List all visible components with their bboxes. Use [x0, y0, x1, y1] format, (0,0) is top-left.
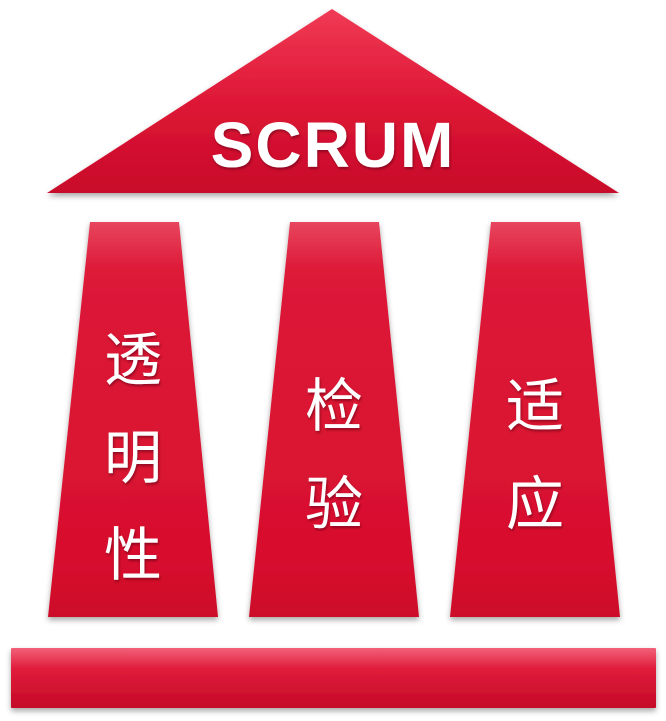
pillar-adaptation: 适 应	[450, 222, 620, 617]
pillar-shape	[48, 222, 218, 617]
pillar-shape	[450, 222, 620, 617]
roof: SCRUM	[47, 9, 619, 193]
pillar-label-char: 检	[305, 372, 363, 440]
pillar-transparency: 透 明 性	[48, 222, 218, 617]
pillar-label-char: 应	[506, 470, 564, 538]
pillar-label-char: 适	[506, 372, 564, 440]
pillar-inspection: 检 验	[249, 222, 419, 617]
pillar-shape	[249, 222, 419, 617]
pillar-label-char: 验	[305, 470, 363, 538]
pillar-label-char: 明	[104, 424, 162, 492]
roof-triangle	[47, 9, 619, 193]
roof-title: SCRUM	[211, 109, 456, 181]
pillar-label-char: 透	[104, 326, 162, 394]
pillar-label-char: 性	[104, 521, 162, 589]
base-foundation	[11, 648, 656, 708]
